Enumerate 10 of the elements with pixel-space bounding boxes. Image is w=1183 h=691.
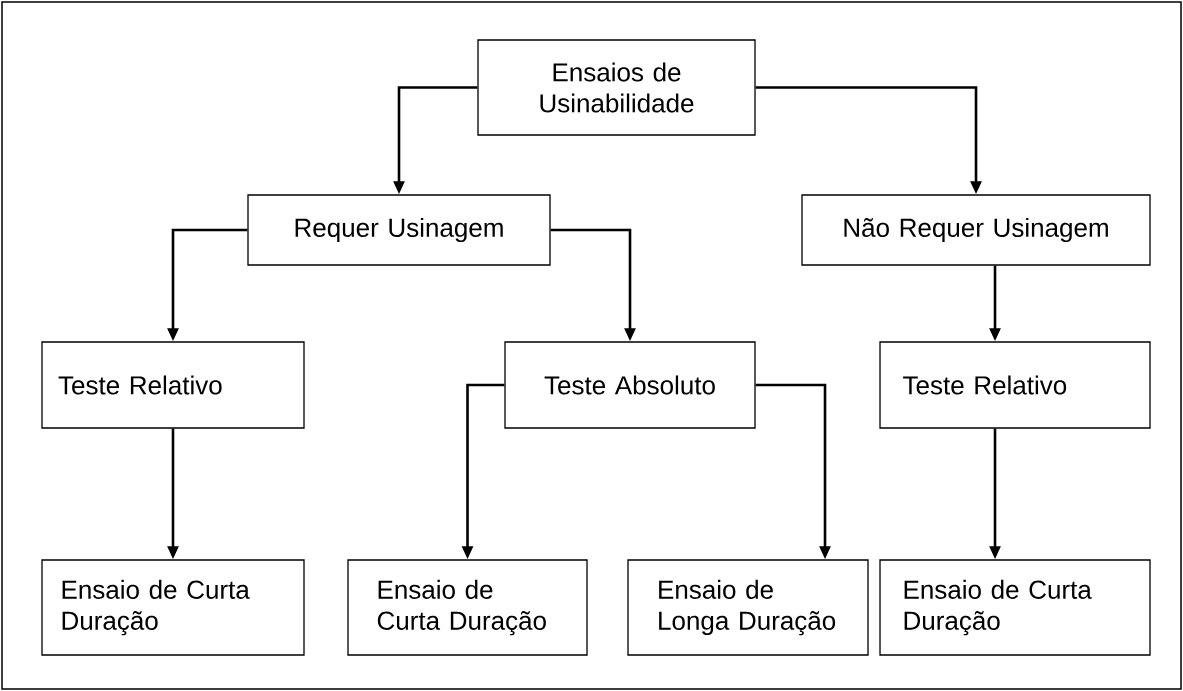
process-box: Teste Relativo: [879, 341, 1151, 429]
process-box: Ensaio de Curta Duração: [879, 559, 1151, 656]
process-box: Ensaio de Curta Duração: [41, 559, 305, 656]
process-box: Ensaio de Curta Duração: [347, 559, 588, 656]
process-box: Ensaio de Longa Duração: [627, 559, 869, 656]
process-box: Teste Absoluto: [504, 341, 756, 429]
process-box: Não Requer Usinagem: [801, 194, 1151, 266]
process-box: Ensaios de Usinabilidade: [477, 39, 756, 136]
process-box: Teste Relativo: [41, 341, 305, 429]
process-box: Requer Usinagem: [247, 194, 551, 266]
